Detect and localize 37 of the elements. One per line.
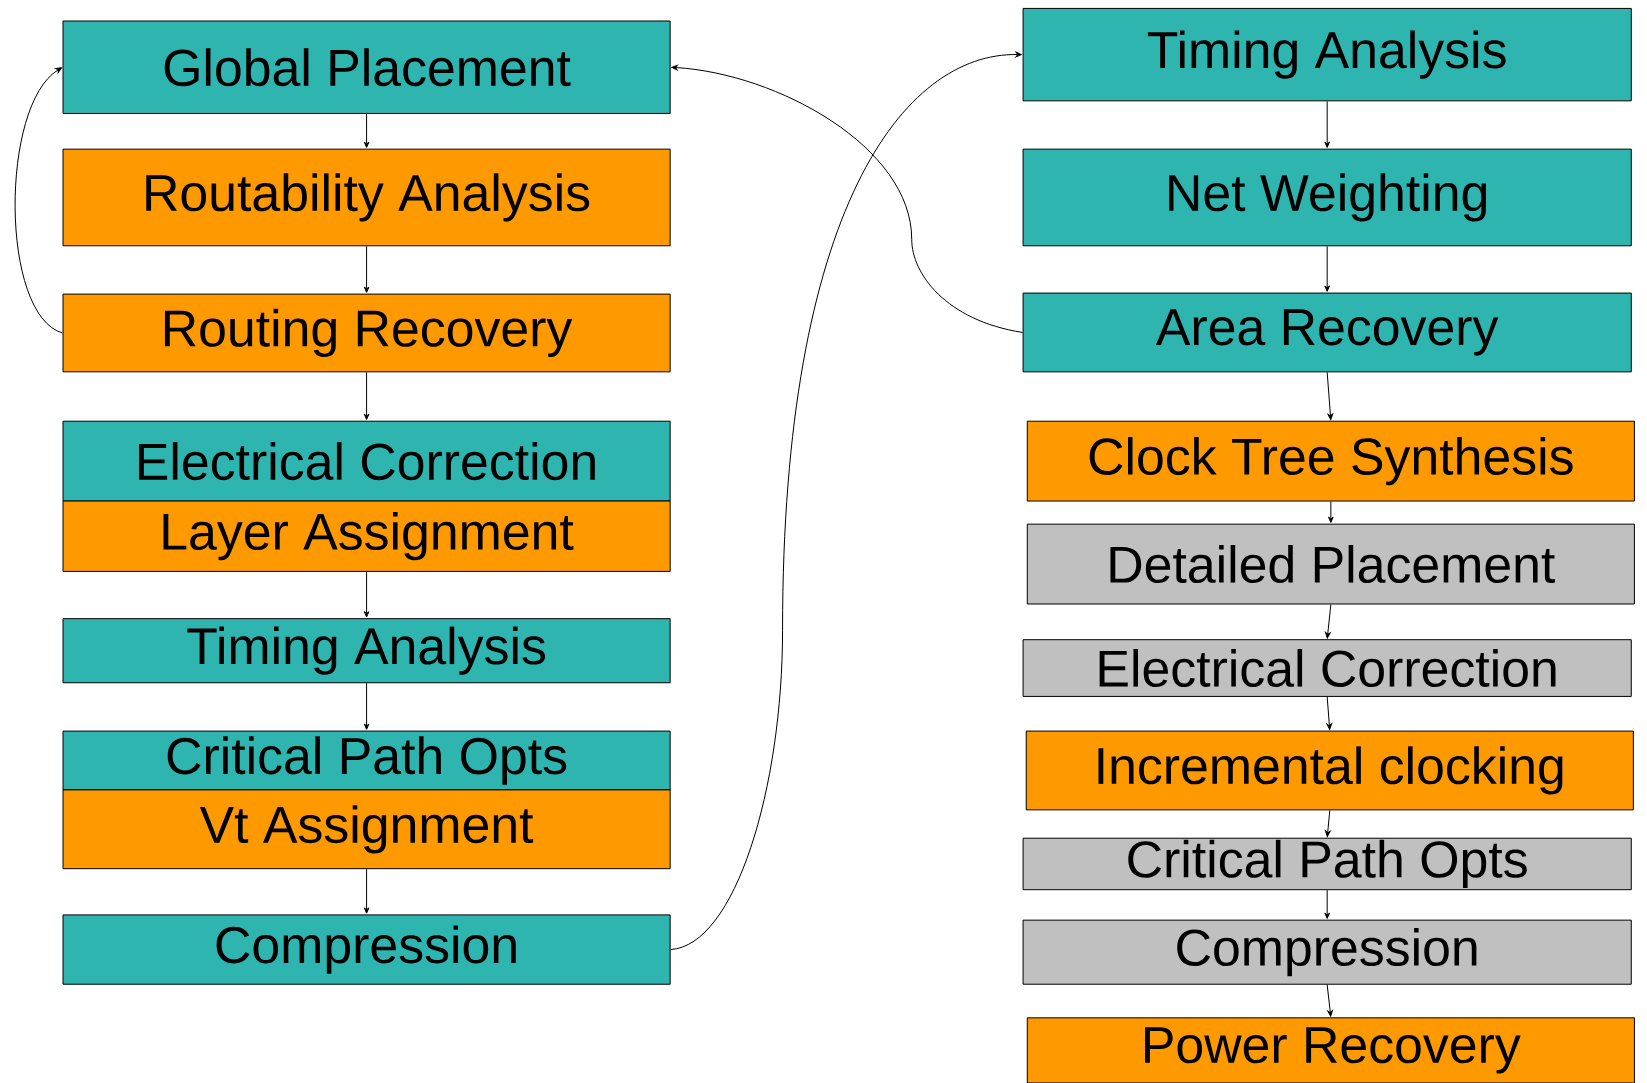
process-box: Routing Recovery bbox=[62, 293, 671, 373]
process-box: Critical Path Opts bbox=[1022, 837, 1632, 891]
arrow bbox=[363, 371, 370, 420]
arrow bbox=[363, 245, 370, 293]
arrow bbox=[363, 113, 370, 148]
process-box: Clock Tree Synthesis bbox=[1026, 420, 1635, 502]
process-box: Electrical Correction bbox=[62, 420, 671, 502]
process-box: Compression bbox=[1022, 919, 1632, 985]
process-box: Timing Analysis bbox=[1022, 7, 1632, 102]
arrow bbox=[1326, 371, 1334, 420]
arrow bbox=[1324, 245, 1330, 292]
process-box: Critical Path Opts bbox=[62, 730, 671, 791]
arrow bbox=[363, 682, 370, 730]
arrow bbox=[14, 67, 63, 334]
process-box: Timing Analysis bbox=[62, 618, 671, 684]
process-box: Routability Analysis bbox=[62, 148, 671, 247]
arrow bbox=[1324, 100, 1330, 148]
arrow bbox=[363, 571, 370, 618]
arrow bbox=[1325, 809, 1331, 837]
arrow bbox=[1328, 501, 1334, 523]
process-box: Area Recovery bbox=[1022, 292, 1632, 373]
process-box: Compression bbox=[62, 914, 671, 985]
arrow bbox=[1325, 604, 1332, 639]
process-box: Detailed Placement bbox=[1026, 523, 1635, 605]
arrow bbox=[1324, 889, 1330, 919]
process-box: Power Recovery bbox=[1026, 1017, 1635, 1083]
arrow bbox=[671, 64, 1024, 333]
process-box: Electrical Correction bbox=[1022, 639, 1632, 697]
process-box: Vt Assignment bbox=[62, 789, 671, 870]
arrow bbox=[1326, 984, 1333, 1017]
process-box: Global Placement bbox=[62, 20, 671, 114]
process-box: Layer Assignment bbox=[62, 500, 671, 572]
arrow bbox=[1326, 696, 1333, 730]
arrow bbox=[670, 51, 1022, 951]
arrow bbox=[363, 868, 370, 914]
process-box: Incremental clocking bbox=[1025, 730, 1634, 811]
process-box: Net Weighting bbox=[1022, 148, 1632, 247]
